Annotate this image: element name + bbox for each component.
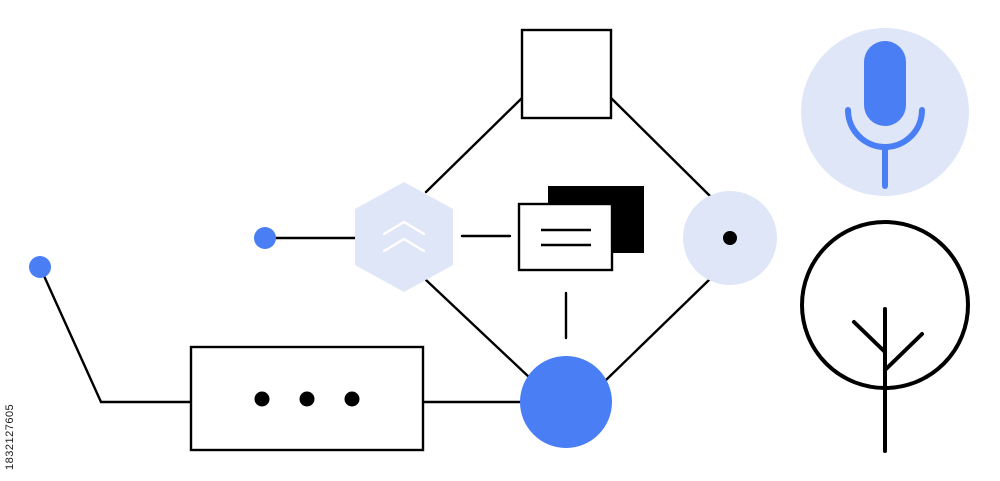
stock-id-watermark: 1832127605 — [4, 403, 16, 470]
tree-branch-left — [852, 320, 887, 354]
hexagon-node — [355, 182, 453, 292]
ellipsis-dot-2 — [299, 391, 315, 407]
line-hexagon-to-big-circle — [424, 278, 532, 380]
chevron-lower — [382, 237, 426, 253]
line-target-to-big-circle — [604, 277, 712, 382]
microphone-icon — [801, 28, 969, 196]
connector-lines — [38, 96, 712, 404]
ellipsis-box — [189, 345, 425, 452]
stacked-documents-icon — [517, 186, 644, 272]
small-dot-middle — [254, 227, 276, 249]
tree-icon — [800, 220, 970, 453]
ellipsis-dot-3 — [344, 391, 360, 407]
ellipsis-dot-1 — [254, 391, 270, 407]
chevrons-up-icon — [355, 182, 453, 292]
big-blue-circle-node — [520, 356, 612, 448]
chevron-upper — [382, 220, 426, 236]
target-center-dot — [723, 231, 737, 245]
top-square-node — [520, 28, 613, 120]
dot-circle-icon — [683, 191, 777, 285]
line-top-square-to-hexagon — [424, 96, 524, 194]
small-dot-left — [29, 256, 51, 278]
mic-capsule — [864, 41, 906, 126]
line-top-square-to-target — [609, 96, 712, 198]
document-front — [517, 202, 614, 272]
line-left-dot-to-ellipsis-box — [38, 265, 192, 404]
tree-branch-right — [883, 332, 924, 372]
three-dots-icon — [189, 345, 425, 452]
